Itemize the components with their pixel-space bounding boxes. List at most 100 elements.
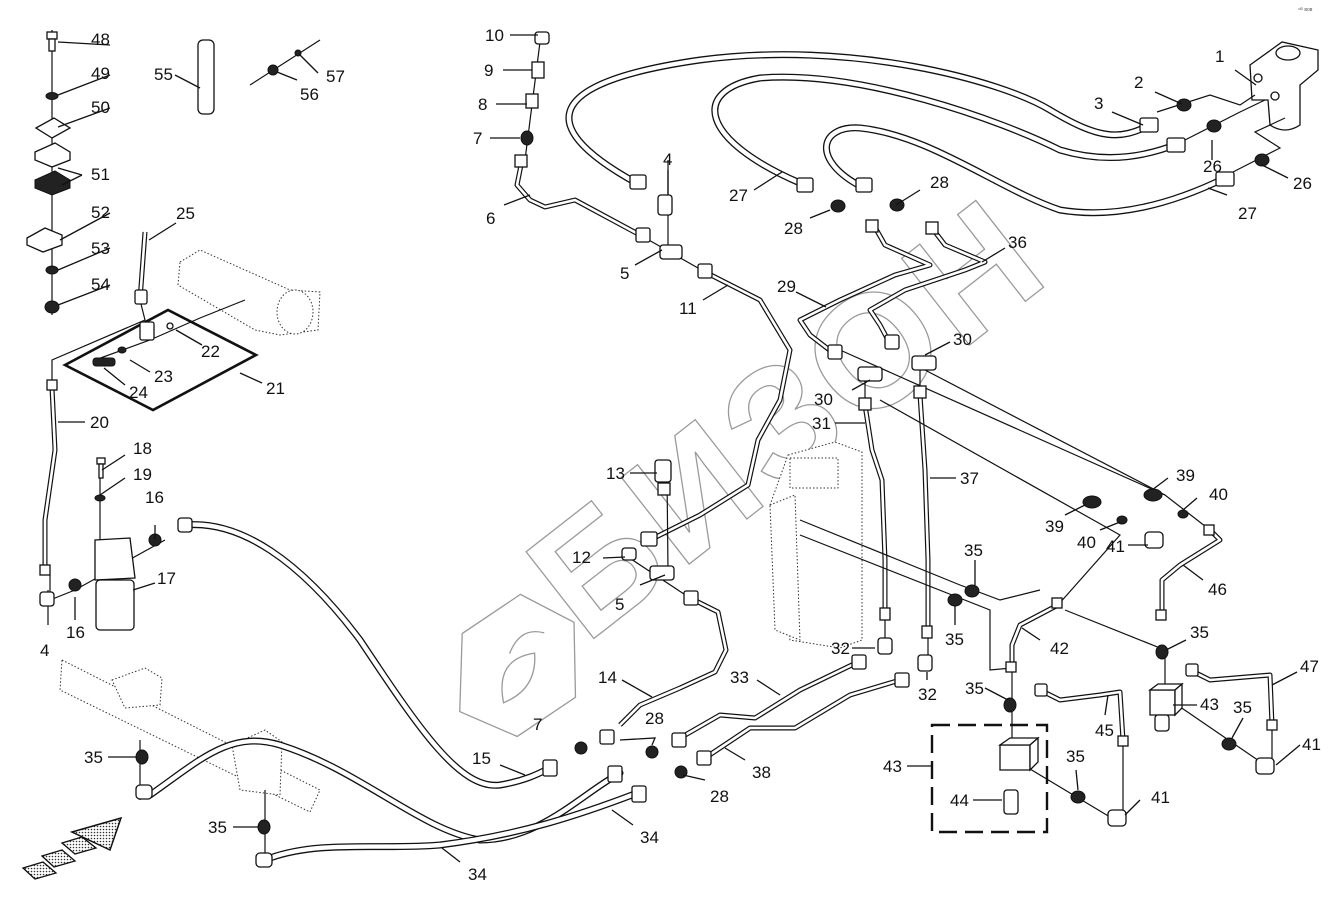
mounting-plate [62,308,259,412]
callout-11: 11 [679,299,697,318]
callout-43-box: 43 [883,757,902,776]
hose-27-lower [823,124,1229,217]
callout-8: 8 [478,95,487,114]
callout-5-top: 5 [620,264,629,283]
callout-4-bottom: 4 [40,641,49,660]
pipe-25 [137,231,148,301]
hose-27-upper [565,51,1154,189]
callout-21: 21 [266,379,285,398]
callout-46: 46 [1208,580,1227,599]
valve-kit-box [930,723,1049,834]
callout-17: 17 [157,569,176,588]
callout-43-right: 43 [1200,695,1219,714]
callout-4-top: 4 [663,150,672,169]
pipe-31 [862,404,888,615]
callout-2: 2 [1134,73,1143,92]
pipe-47 [1188,667,1275,726]
hose-15 [181,521,554,789]
callout-labels: 1 2 3 4 4 5 5 6 7 7 8 9 10 11 12 13 14 1… [40,26,1321,884]
pipe-38 [703,677,901,761]
callout-35-axle-2: 35 [208,818,227,837]
pipe-20 [42,387,58,575]
callout-24: 24 [129,383,148,402]
callout-44: 44 [950,791,969,810]
pipe-42 [1009,602,1060,668]
callout-26-left: 26 [1203,157,1222,176]
callout-30-left: 30 [814,390,833,409]
callout-39-right: 39 [1176,466,1195,485]
callout-28-low: 28 [710,787,729,806]
callout-13: 13 [606,464,625,483]
callout-28-mid: 28 [645,709,664,728]
callout-32-left: 32 [831,639,850,658]
callout-20: 20 [90,413,109,432]
callout-35-box-right: 35 [1066,747,1085,766]
callout-49: 49 [91,64,110,83]
callout-7-bottom: 7 [533,715,542,734]
callout-34-right: 34 [640,828,659,847]
callout-40-right: 40 [1209,485,1228,504]
ghost-axle-bottom [59,659,321,813]
pipe-6 [514,159,642,238]
corner-stamp: ᵒᴵᴰ ʙᴏʙ [1298,7,1313,13]
callout-42: 42 [1050,639,1069,658]
callout-6: 6 [486,209,495,228]
callout-55: 55 [154,65,173,84]
callout-37: 37 [960,469,979,488]
callout-40-left: 40 [1077,533,1096,552]
callout-19: 19 [133,465,152,484]
callout-10: 10 [485,26,504,45]
control-valve-block [769,441,863,649]
pipe-14 [618,595,729,727]
callout-52: 52 [91,203,110,222]
callout-39-left: 39 [1045,517,1064,536]
callout-15: 15 [472,749,491,768]
callout-41-right: 41 [1302,735,1321,754]
callout-35-box-top: 35 [965,679,984,698]
callout-51: 51 [91,165,110,184]
callout-33: 33 [730,668,749,687]
direction-arrow-icon [21,816,123,880]
callout-16-bottom: 16 [66,623,85,642]
callout-leaders [57,34,1301,863]
callout-50: 50 [91,98,110,117]
watermark-logo-icon [459,593,577,738]
callout-7-top: 7 [473,129,482,148]
steering-unit [1249,41,1319,131]
pipe-11 [648,269,793,543]
callout-34-left: 34 [468,865,487,884]
callout-23: 23 [154,367,173,386]
callout-47: 47 [1300,657,1319,676]
callout-14: 14 [598,668,617,687]
callout-27-right: 27 [1238,204,1257,223]
callout-12: 12 [572,548,591,567]
callout-35-valve-1: 35 [964,541,983,560]
callout-35-right: 35 [1190,623,1209,642]
pipe-37 [917,394,931,630]
callout-22: 22 [201,342,220,361]
hose-3 [711,73,1184,187]
pipe-46 [1159,528,1223,615]
callout-41-bottom: 41 [1151,788,1170,807]
callout-29: 29 [777,277,796,296]
callout-38: 38 [752,763,771,782]
callout-26-right: 26 [1293,174,1312,193]
callout-53: 53 [91,239,110,258]
callout-56: 56 [300,85,319,104]
callout-9: 9 [484,61,493,80]
callout-35-axle-1: 35 [84,748,103,767]
hose-34-lower [266,788,644,862]
callout-48: 48 [91,30,110,49]
ghost-cylinder-top [177,249,321,336]
pipe-36 [867,226,988,342]
callout-28-left: 28 [784,219,803,238]
callout-18: 18 [133,439,152,458]
callout-3: 3 [1094,94,1103,113]
callout-30-right: 30 [953,330,972,349]
callout-57: 57 [326,67,345,86]
hose-34-upper [146,737,624,844]
pipe-33 [678,659,860,741]
callout-54: 54 [91,275,110,294]
pipe-45 [1038,687,1126,741]
